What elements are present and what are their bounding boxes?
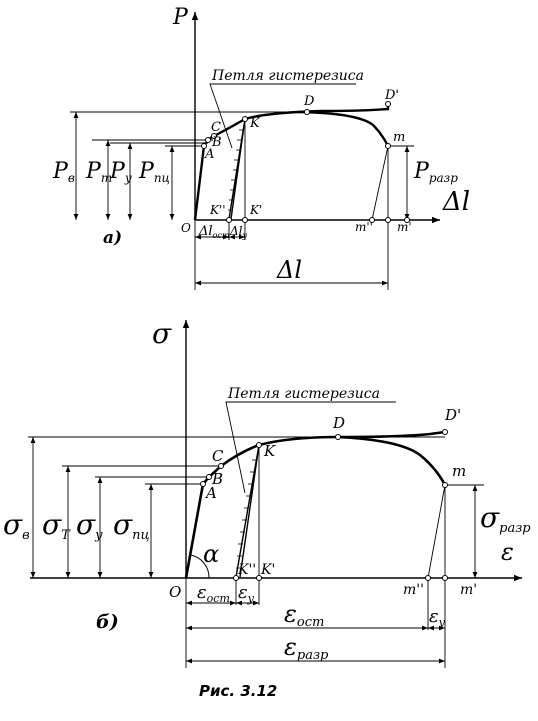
a-curve-falloff <box>297 110 390 147</box>
b-point-k1: K' <box>260 562 275 578</box>
b-axis-x-label: ε <box>501 538 514 566</box>
b-loop-leader <box>225 401 396 494</box>
a-point-k2: K'' <box>209 203 226 217</box>
a-loop-hatching <box>228 129 243 211</box>
b-level-st: σT <box>42 508 71 543</box>
b-curve-falloff <box>337 435 447 486</box>
b-point-markers <box>200 429 448 581</box>
a-dim-ost-label: Δlост <box>198 224 230 240</box>
a-point-m2: m'' <box>355 220 373 234</box>
a-level-pv: Pв <box>52 159 75 185</box>
b-level-sv: σв <box>3 508 30 543</box>
diagram-b <box>28 320 522 668</box>
a-point-d-prime: D' <box>384 88 399 103</box>
a-axis-x-label: Δl <box>442 187 470 217</box>
b-unload-m <box>427 484 446 579</box>
a-point-b: B <box>211 135 222 150</box>
a-point-d: D <box>303 94 315 109</box>
b-angle-label: α <box>203 540 219 568</box>
diagram-a-labels: P Δl Петля гистерезиса D D' C K B A m O … <box>52 5 470 284</box>
a-tag: а) <box>103 228 122 248</box>
a-dim-total-label: Δl <box>276 256 302 284</box>
a-loop-leader <box>209 83 356 149</box>
b-curve <box>184 430 446 579</box>
a-point-c: C <box>211 120 221 135</box>
a-loop-label: Петля гистерезиса <box>211 68 364 84</box>
a-curve <box>193 104 390 221</box>
b-axis-y-label: σ <box>152 317 172 350</box>
a-point-m: m <box>393 130 405 145</box>
a-unload-m <box>371 145 389 221</box>
a-axis-y-label: P <box>172 5 189 30</box>
figure-caption: Рис. 3.12 <box>199 682 277 700</box>
b-dim-y-label: εу <box>238 582 255 605</box>
a-level-py: Pу <box>109 159 132 185</box>
b-point-o: O <box>169 583 181 601</box>
diagram-a <box>70 12 440 290</box>
b-point-m1: m' <box>460 582 477 598</box>
b-level-sy: σу <box>76 508 103 543</box>
b-dim-razr-label: εразр <box>284 633 329 663</box>
a-hysteresis-loop <box>228 118 246 220</box>
a-point-m1: m' <box>397 220 412 234</box>
b-point-m: m <box>452 462 466 480</box>
b-point-d: D <box>332 414 345 432</box>
diagram-b-labels: σ ε Петля гистерезиса α D D' C K B A m O… <box>3 317 531 663</box>
b-loop-hatching <box>236 459 257 569</box>
a-level-pr: Pразр <box>413 159 458 185</box>
b-point-c: C <box>212 447 224 465</box>
b-loop-label: Петля гистерезиса <box>227 386 380 402</box>
a-point-markers <box>201 101 410 223</box>
a-dim-y-label: Δlу <box>229 224 248 240</box>
b-dim-ost-label: εост <box>197 582 230 605</box>
b-point-m2: m'' <box>403 582 424 598</box>
a-point-k: K <box>249 116 261 131</box>
b-level-spc: σпц <box>113 508 150 543</box>
a-point-k1: K' <box>249 203 262 217</box>
b-dim-y2-label: εу <box>429 606 446 629</box>
b-level-sr: σразр <box>480 501 531 536</box>
b-point-d-prime: D' <box>444 406 461 424</box>
b-point-b: B <box>211 470 223 488</box>
a-point-a: A <box>204 147 214 162</box>
b-tag: б) <box>96 611 119 633</box>
b-dim-ost2-label: εост <box>284 600 324 630</box>
b-point-a: A <box>204 484 217 502</box>
b-point-k2: K'' <box>237 562 256 578</box>
a-point-o: O <box>181 221 191 235</box>
b-angle-arc <box>190 554 210 579</box>
b-hysteresis-loop <box>235 444 260 578</box>
b-point-k: K <box>263 442 276 460</box>
a-level-ppc: Pпц <box>138 159 170 185</box>
a-level-pt: Pт <box>85 159 112 185</box>
